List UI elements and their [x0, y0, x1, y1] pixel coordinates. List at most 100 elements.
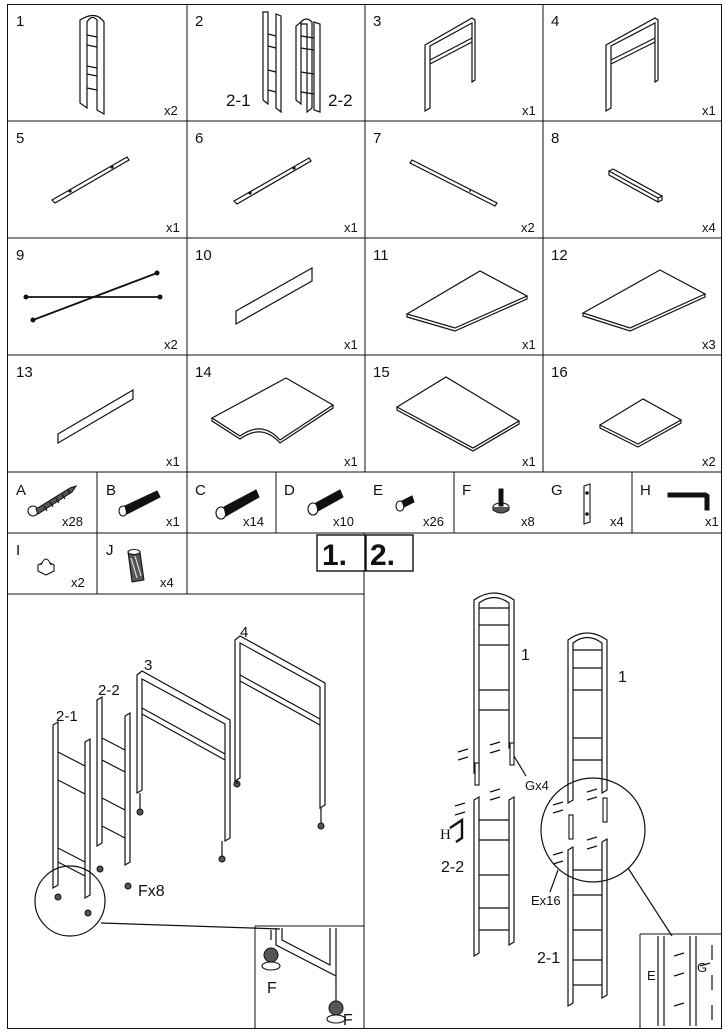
hardware-b-letter: B — [106, 482, 116, 499]
part-6-qty: x1 — [344, 220, 358, 235]
part-10-qty: x1 — [344, 337, 358, 352]
small-board-icon — [598, 398, 683, 448]
step-2-assembly-drawing — [449, 592, 713, 1026]
part-16-number: 16 — [551, 364, 568, 381]
step-1-foot-detail — [261, 928, 346, 1024]
wood-screw-icon — [27, 485, 78, 517]
step-number-boxes: 1. 2. — [316, 534, 414, 572]
connector-callout-label: Gx4 — [525, 778, 549, 793]
hardware-a-letter: A — [16, 482, 26, 499]
part-7-number: 7 — [373, 130, 381, 147]
hardware-c-qty: x14 — [243, 514, 264, 529]
feet-callout-label: Fx8 — [138, 883, 165, 900]
part-13-qty: x1 — [166, 454, 180, 469]
part-5-qty: x1 — [166, 220, 180, 235]
bolt-callout-label: Ex16 — [531, 893, 561, 908]
part-9-number: 9 — [16, 247, 24, 264]
part-11-number: 11 — [373, 247, 389, 264]
hardware-b-qty: x1 — [166, 514, 180, 529]
step-1-label-2-2: 2-2 — [98, 682, 120, 699]
part-7-qty: x2 — [521, 220, 535, 235]
hardware-h-qty: x1 — [705, 514, 719, 529]
shelf-board-icon — [405, 270, 529, 332]
part-labels: 1 x2 2 3 x1 4 x1 5 x1 6 x1 7 x2 8 x4 9 x… — [16, 13, 716, 469]
hardware-g-qty: x4 — [610, 514, 624, 529]
part-10-number: 10 — [195, 247, 212, 264]
part-9-qty: x2 — [164, 337, 178, 352]
hardware-c-letter: C — [195, 482, 206, 499]
narrow-panel-icon — [235, 266, 313, 326]
step-1-label-3: 3 — [144, 657, 152, 674]
long-rail-icon — [233, 157, 312, 205]
part-5-number: 5 — [16, 130, 24, 147]
step-2-label-2-1: 2-1 — [537, 950, 560, 967]
part-12-number: 12 — [551, 247, 568, 264]
leveling-foot-icon — [492, 488, 510, 514]
rectangular-frame-icon — [605, 17, 659, 113]
part-1-number: 1 — [16, 13, 24, 30]
hardware-f-letter: F — [462, 482, 471, 499]
step-1-assembly-drawing — [34, 635, 326, 937]
side-frame-pair-icon — [262, 11, 321, 114]
hardware-e-letter: E — [373, 482, 383, 499]
foot-detail-label-f1: F — [267, 980, 277, 997]
short-bolt-icon — [395, 495, 415, 512]
hardware-labels: A x28 B x1 C x14 D x10 E x26 F x8 G x4 H… — [16, 482, 719, 590]
connector-bar-icon — [583, 483, 591, 525]
rectangular-frame-icon — [424, 17, 476, 113]
short-tube-icon — [607, 168, 664, 204]
hardware-g-letter: G — [551, 482, 563, 499]
part-15-number: 15 — [373, 364, 390, 381]
allen-key-callout-label: H — [440, 827, 451, 843]
hardware-f-qty: x8 — [521, 514, 535, 529]
hardware-i-qty: x2 — [71, 575, 85, 590]
hardware-d-letter: D — [284, 482, 295, 499]
step-2-frame-label-right: 1 — [618, 669, 627, 686]
shelf-board-icon — [581, 269, 707, 332]
part-8-number: 8 — [551, 130, 559, 147]
part-14-qty: x1 — [344, 454, 358, 469]
bolt-icon — [215, 489, 260, 520]
dowel-icon — [127, 548, 145, 583]
part-2-1-label: 2-1 — [226, 91, 251, 110]
step-2-number: 2. — [370, 539, 395, 572]
hardware-j-letter: J — [106, 542, 114, 559]
step-2-frame-label-left: 1 — [521, 647, 530, 664]
bolt-icon — [307, 489, 344, 516]
part-14-number: 14 — [195, 364, 212, 381]
part-6-number: 6 — [195, 130, 203, 147]
part-8-qty: x4 — [702, 220, 716, 235]
hardware-i-letter: I — [16, 542, 20, 559]
part-2-2-label: 2-2 — [328, 91, 353, 110]
hardware-h-letter: H — [640, 482, 651, 499]
part-13-number: 13 — [16, 364, 33, 381]
part-1-qty: x2 — [164, 103, 178, 118]
step-2-label-2-2: 2-2 — [441, 859, 464, 876]
narrow-panel-icon — [57, 388, 134, 445]
part-3-number: 3 — [373, 13, 381, 30]
part-16-qty: x2 — [702, 454, 716, 469]
part-4-qty: x1 — [702, 103, 716, 118]
bolt-icon — [118, 490, 161, 517]
foot-detail-label-f2: F — [343, 1012, 353, 1029]
part-3-qty: x1 — [522, 103, 536, 118]
allen-key-icon — [667, 492, 710, 511]
detail-label-g: G — [697, 960, 707, 975]
parts-grid — [7, 4, 722, 1029]
part-12-qty: x3 — [702, 337, 716, 352]
step-1-label-2-1: 2-1 — [56, 708, 78, 725]
cross-brace-icon — [23, 270, 163, 323]
hardware-d-qty: x10 — [333, 514, 354, 529]
side-frame-icon — [79, 14, 105, 116]
hardware-j-qty: x4 — [160, 575, 174, 590]
part-15-qty: x1 — [522, 454, 536, 469]
step-1-number: 1. — [322, 539, 347, 572]
part-2-number: 2 — [195, 13, 203, 30]
step-1-label-4: 4 — [240, 624, 248, 641]
long-rail-icon — [51, 156, 130, 204]
long-rail-icon — [409, 159, 498, 207]
large-board-icon — [395, 376, 521, 452]
detail-label-e: E — [647, 968, 656, 983]
hardware-a-qty: x28 — [62, 514, 83, 529]
